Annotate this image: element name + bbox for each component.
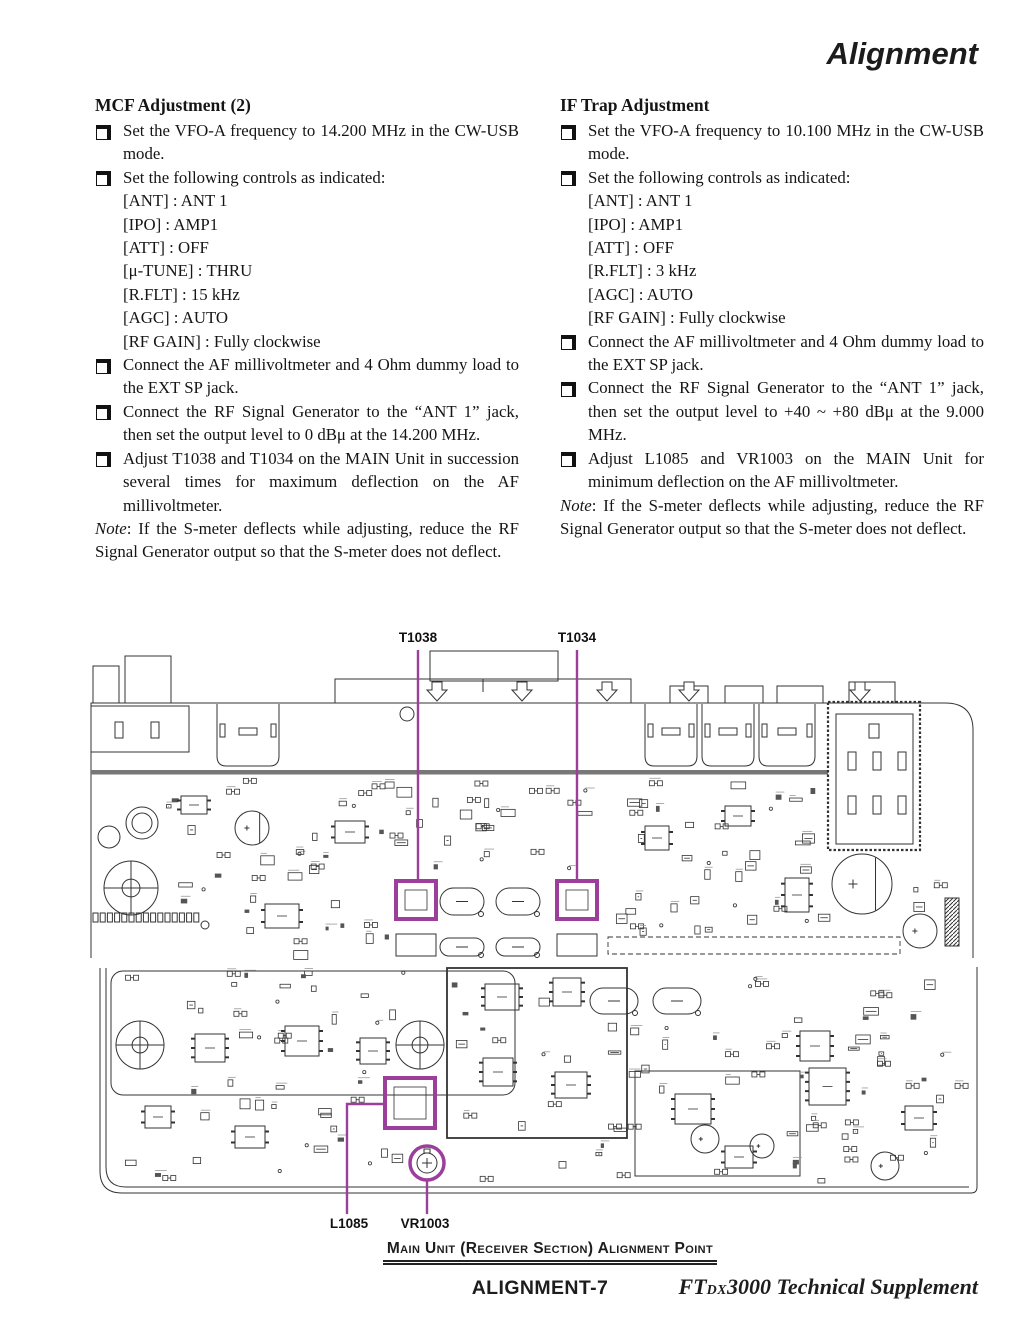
l1085-leader-line (345, 1102, 385, 1214)
checklist-item: Connect the RF Signal Generator to the “… (560, 376, 984, 446)
control-setting-line: [IPO] : AMP1 (123, 214, 219, 234)
control-setting-line: [R.FLT] : 3 kHz (588, 261, 697, 281)
section-heading: IF Trap Adjustment (560, 95, 710, 115)
checkbox-icon (561, 381, 576, 397)
checklist-item: Adjust T1038 and T1034 on the MAIN Unit … (95, 447, 519, 517)
checkbox-icon (96, 452, 111, 468)
major-components (92, 681, 960, 1181)
vr1003-highlight-circle (408, 1144, 446, 1182)
pcb-board-outlines (90, 650, 978, 1194)
checkbox-icon (96, 358, 111, 374)
control-setting-line: [RF GAIN] : Fully clockwise (588, 308, 786, 328)
checklist-item: Set the following controls as indicated: (560, 166, 984, 189)
diagram-caption: Main Unit (Receiver Section) Alignment P… (382, 1240, 718, 1265)
checklist-item: Set the VFO-A frequency to 14.200 MHz in… (95, 119, 519, 166)
checklist-item: Connect the AF millivoltmeter and 4 Ohm … (95, 353, 519, 400)
control-setting-line: [μ-TUNE] : THRU (123, 261, 253, 281)
control-setting-line: [R.FLT] : 15 kHz (123, 284, 240, 304)
brand-subscript: DX (706, 1283, 728, 1298)
section-heading: MCF Adjustment (2) (95, 95, 251, 115)
l1085-highlight-box (383, 1076, 437, 1130)
control-setting-line: [RF GAIN] : Fully clockwise (123, 331, 321, 351)
checklist-item: Connect the RF Signal Generator to the “… (95, 400, 519, 447)
diagram-caption-row: Main Unit (Receiver Section) Alignment P… (90, 1240, 1010, 1265)
checkbox-icon (96, 124, 111, 140)
control-setting-line: [AGC] : AUTO (123, 308, 229, 328)
note-paragraph: Note: If the S-meter deflects while adju… (95, 518, 519, 562)
checklist-item: Set the following controls as indicated: (95, 166, 519, 189)
column-if-trap-adjustment: IF Trap Adjustment Set the VFO-A frequen… (560, 94, 984, 540)
checkbox-icon (561, 452, 576, 468)
t1038-label: T1038 (399, 630, 438, 645)
t1034-label: T1034 (558, 630, 597, 645)
control-setting-line: [IPO] : AMP1 (588, 214, 684, 234)
page-title: Alignment (826, 36, 978, 71)
control-setting-line: [ANT] : ANT 1 (588, 191, 693, 211)
control-setting-line: [ATT] : OFF (588, 238, 674, 258)
column-mcf-adjustment: MCF Adjustment (2) Set the VFO-A frequen… (95, 94, 519, 564)
control-setting-line: [AGC] : AUTO (588, 284, 694, 304)
vr1003-label: VR1003 (401, 1216, 450, 1231)
checklist-item: Connect the AF millivoltmeter and 4 Ohm … (560, 330, 984, 377)
procedure-list: Set the VFO-A frequency to 14.200 MHz in… (95, 119, 519, 564)
t1038-highlight-box (394, 879, 438, 921)
control-setting-line: [ATT] : OFF (123, 238, 209, 258)
footer-doc-title: FTDX3000 Technical Supplement (678, 1274, 978, 1299)
checkbox-icon (96, 405, 111, 421)
footer-page-label: ALIGNMENT-7 (471, 1277, 609, 1299)
component-scatter (124, 777, 969, 1184)
checkbox-icon (561, 171, 576, 187)
note-paragraph: Note: If the S-meter deflects while adju… (560, 495, 984, 538)
checkbox-icon (561, 124, 576, 140)
l1085-label: L1085 (330, 1216, 369, 1231)
checkbox-icon (96, 171, 111, 187)
t1034-highlight-box (555, 879, 599, 921)
checklist-item: Set the VFO-A frequency to 10.100 MHz in… (560, 119, 984, 166)
checklist-item: Adjust L1085 and VR1003 on the MAIN Unit… (560, 447, 984, 494)
checkbox-icon (561, 335, 576, 351)
control-setting-line: [ANT] : ANT 1 (123, 191, 228, 211)
procedure-list: Set the VFO-A frequency to 10.100 MHz in… (560, 119, 984, 540)
